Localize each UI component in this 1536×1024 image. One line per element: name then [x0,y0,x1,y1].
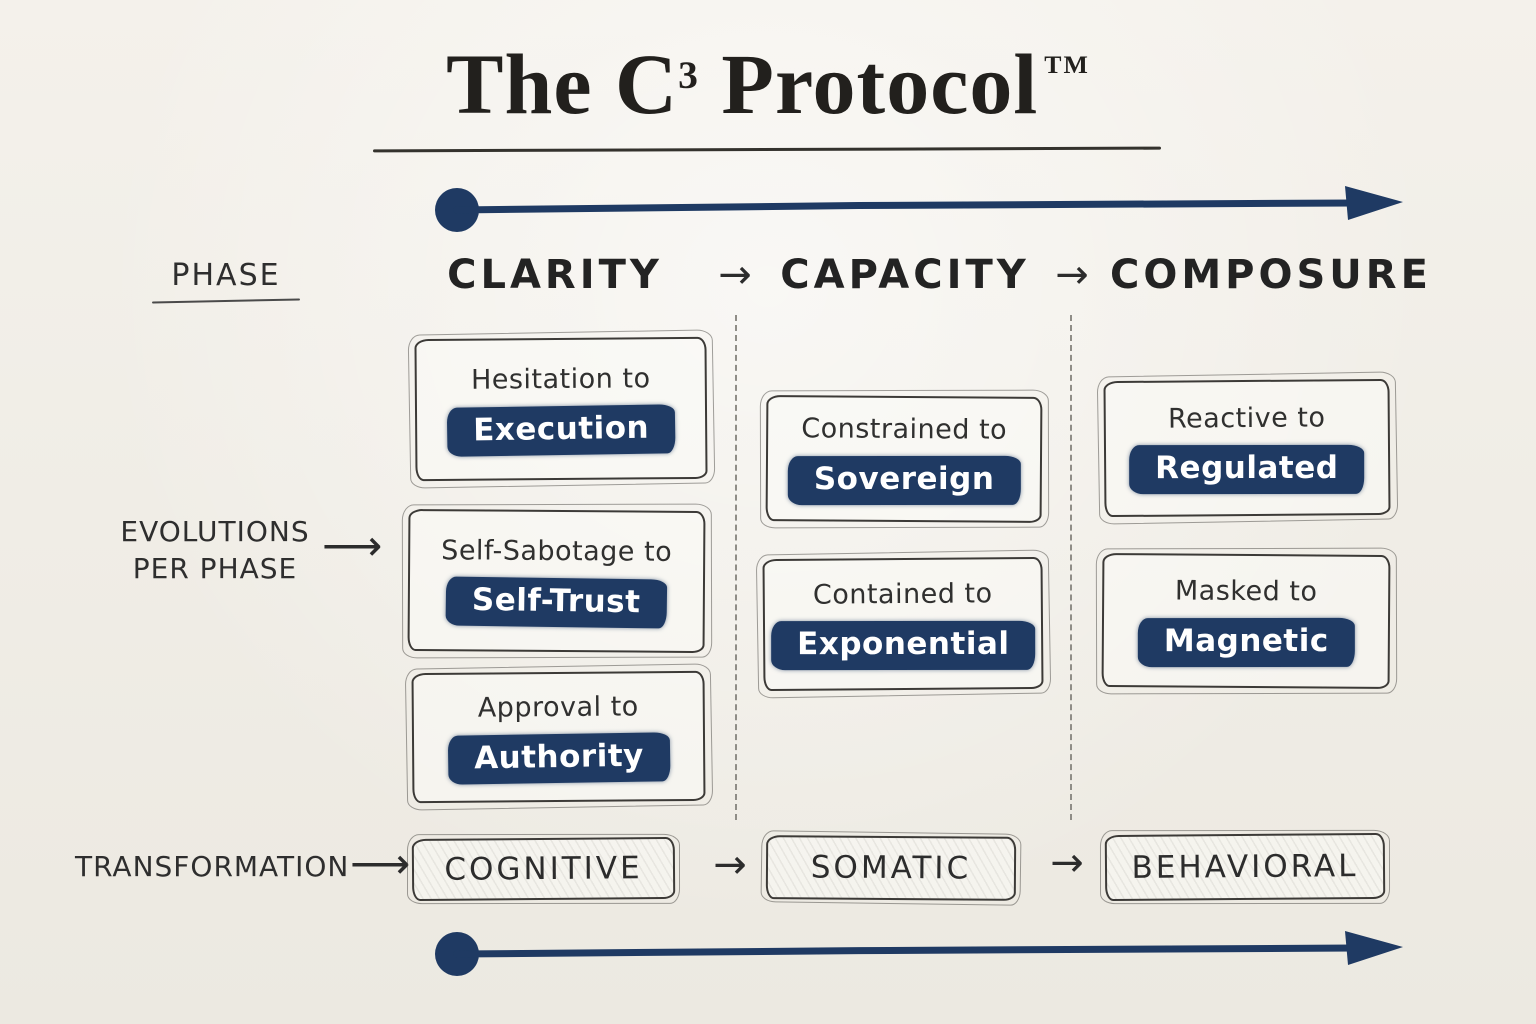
evolution-to: Magnetic [1163,622,1329,659]
evolution-to: Execution [472,409,650,448]
evolution-from: Masked to [1174,575,1318,607]
evolutions-pointer-arrow: ⟶ [322,521,383,570]
title-text-rest: Protocol [698,36,1039,132]
transformation-somatic: SOMATIC [765,835,1017,901]
evolution-to-highlight: Authority [447,731,670,785]
timeline-shaft [453,199,1359,214]
evolution-to-highlight: Exponential [770,620,1036,670]
column-separator-1 [735,315,737,820]
timeline-shaft [453,944,1359,958]
title-text: The C [446,36,679,132]
title-trademark: TM [1044,50,1090,80]
title-superscript-3: 3 [678,53,699,98]
evolution-from: Self-Sabotage to [441,534,673,568]
evolution-card-clarity-2: Self-Sabotage to Self-Trust [407,508,706,654]
evolution-from: Hesitation to [470,362,651,396]
transformation-arrow-2: → [1050,840,1084,886]
evolution-card-clarity-1: Hesitation to Execution [414,336,708,482]
transformation-value: COGNITIVE [444,850,643,888]
evolutions-label-line2: PER PHASE [132,552,298,585]
column-separator-2 [1070,315,1072,820]
phase-capacity: CAPACITY [780,252,1030,298]
transformation-label: TRANSFORMATION [75,850,350,883]
phase-row-label: PHASE [171,258,281,293]
evolution-card-capacity-1: Constrained to Sovereign [765,395,1043,523]
phase-clarity: CLARITY [447,252,663,298]
phase-label-underline [151,298,301,304]
timeline-arrowhead [1345,931,1403,965]
evolution-to-highlight: Self-Trust [445,575,667,629]
evolution-from: Constrained to [801,412,1008,446]
evolution-to-highlight: Regulated [1129,444,1365,494]
evolution-to-highlight: Execution [446,403,676,457]
timeline-arrowhead [1345,186,1403,220]
evolution-from: Reactive to [1167,401,1326,435]
phase-composure: COMPOSURE [1110,252,1432,298]
transformation-value: BEHAVIORAL [1131,848,1359,886]
evolution-from: Approval to [477,690,639,724]
transformation-value: SOMATIC [810,849,972,887]
evolution-to: Regulated [1155,449,1339,486]
evolution-to-highlight: Magnetic [1137,617,1355,667]
phase-arrow-2: → [1055,252,1089,298]
evolution-card-composure-2: Masked to Magnetic [1101,552,1391,690]
transformation-cognitive: COGNITIVE [411,836,676,902]
evolution-to: Sovereign [813,460,995,497]
evolutions-per-phase-label: EVOLUTIONS PER PHASE [95,513,335,587]
transformation-arrow-1: → [713,842,747,888]
timeline-arrow-bottom [435,931,1403,976]
evolution-to: Self-Trust [471,581,641,620]
evolution-to: Exponential [796,625,1010,662]
evolution-to: Authority [473,737,644,776]
transformation-behavioral: BEHAVIORAL [1104,832,1386,902]
evolutions-label-line1: EVOLUTIONS [120,515,310,548]
evolution-card-composure-1: Reactive to Regulated [1103,378,1391,518]
timeline-arrow-top [435,186,1403,232]
evolution-to-highlight: Sovereign [787,455,1021,505]
evolution-card-capacity-2: Contained to Exponential [762,556,1044,692]
evolution-card-clarity-3: Approval to Authority [411,670,706,804]
title-underline [372,146,1162,153]
phase-arrow-1: → [718,252,752,298]
evolution-from: Contained to [812,577,993,611]
transformation-pointer-arrow: ⟶ [350,839,411,888]
